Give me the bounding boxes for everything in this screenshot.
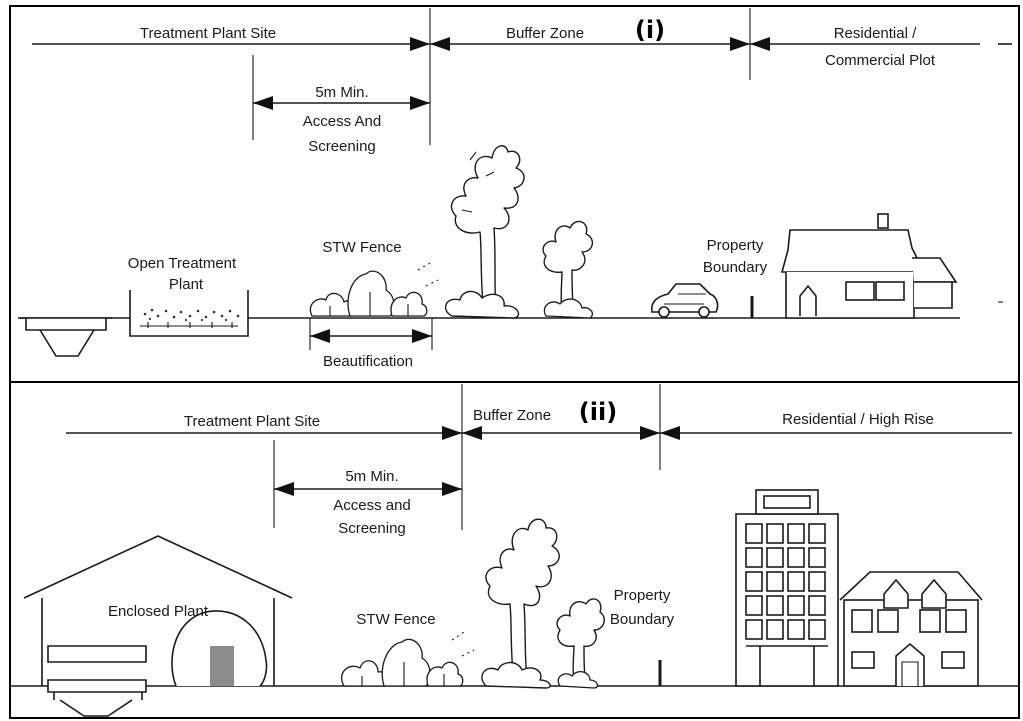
boundary-label-line2: Boundary <box>703 259 768 276</box>
building-window <box>766 547 784 568</box>
building-window <box>808 523 826 544</box>
tall-tree-icon <box>481 518 560 689</box>
small-tree-icon <box>556 598 605 689</box>
building-window <box>745 619 763 640</box>
fence-label: STW Fence <box>322 239 401 256</box>
detached-house-icon <box>839 571 983 687</box>
beautification-dimension <box>309 318 433 350</box>
open-treatment-plant-icon <box>129 290 249 337</box>
building-window <box>745 547 763 568</box>
tall-tree-icon <box>444 145 525 319</box>
building-window <box>808 571 826 592</box>
building-window <box>808 595 826 616</box>
building-window <box>808 547 826 568</box>
small-tree-icon <box>542 220 594 319</box>
access-label-line1: Access And <box>303 113 381 130</box>
fence-shrubs-icon <box>341 631 475 687</box>
building-window <box>787 571 805 592</box>
site-label: Treatment Plant Site <box>184 413 320 430</box>
zone-dimension-line <box>66 384 1012 530</box>
beautification-label: Beautification <box>323 353 413 370</box>
building-window <box>766 595 784 616</box>
building-window <box>745 523 763 544</box>
panel-i: Treatment Plant Site Buffer Zone (i) Res… <box>18 8 1012 370</box>
fence-label: STW Fence <box>356 611 435 628</box>
site-label: Treatment Plant Site <box>140 25 276 42</box>
panel-ii: Treatment Plant Site Buffer Zone (ii) Re… <box>10 384 1019 717</box>
house-icon <box>780 213 958 319</box>
building-window <box>808 619 826 640</box>
min-distance-label: 5m Min. <box>315 84 368 101</box>
access-label-line2: Screening <box>338 520 406 537</box>
buffer-zone-label: Buffer Zone <box>473 407 551 424</box>
panel-tag: (i) <box>635 16 665 44</box>
building-window <box>745 595 763 616</box>
access-dimension <box>273 440 462 528</box>
building-window <box>787 619 805 640</box>
buffer-zone-label: Buffer Zone <box>506 25 584 42</box>
settling-tank-icon <box>20 317 112 357</box>
residential-label-line2: Commercial Plot <box>825 52 936 69</box>
car-icon <box>650 283 719 318</box>
min-distance-label: 5m Min. <box>345 468 398 485</box>
building-window <box>766 619 784 640</box>
building-window <box>766 523 784 544</box>
enclosed-plant-building-icon <box>23 535 293 717</box>
access-label-line1: Access and <box>333 497 411 514</box>
residential-label-line1: Residential / <box>834 25 917 42</box>
plant-label-line2: Plant <box>169 276 204 293</box>
plant-door-icon <box>210 646 234 686</box>
access-dimension <box>252 55 430 140</box>
panel-tag: (ii) <box>579 398 617 426</box>
high-rise-building-icon <box>735 489 839 687</box>
building-window <box>787 523 805 544</box>
residential-label: Residential / High Rise <box>782 411 934 428</box>
plant-label-line1: Open Treatment <box>128 255 237 272</box>
building-window <box>787 595 805 616</box>
boundary-label-line1: Property <box>614 587 671 604</box>
boundary-label-line1: Property <box>707 237 764 254</box>
building-window <box>745 571 763 592</box>
building-window <box>766 571 784 592</box>
zone-dimension-line <box>32 8 1012 303</box>
boundary-label-line2: Boundary <box>610 611 675 628</box>
access-label-line2: Screening <box>308 138 376 155</box>
plant-label: Enclosed Plant <box>108 603 209 620</box>
building-window <box>787 547 805 568</box>
fence-shrubs-icon <box>309 261 439 317</box>
diagram-frame <box>9 5 1020 719</box>
